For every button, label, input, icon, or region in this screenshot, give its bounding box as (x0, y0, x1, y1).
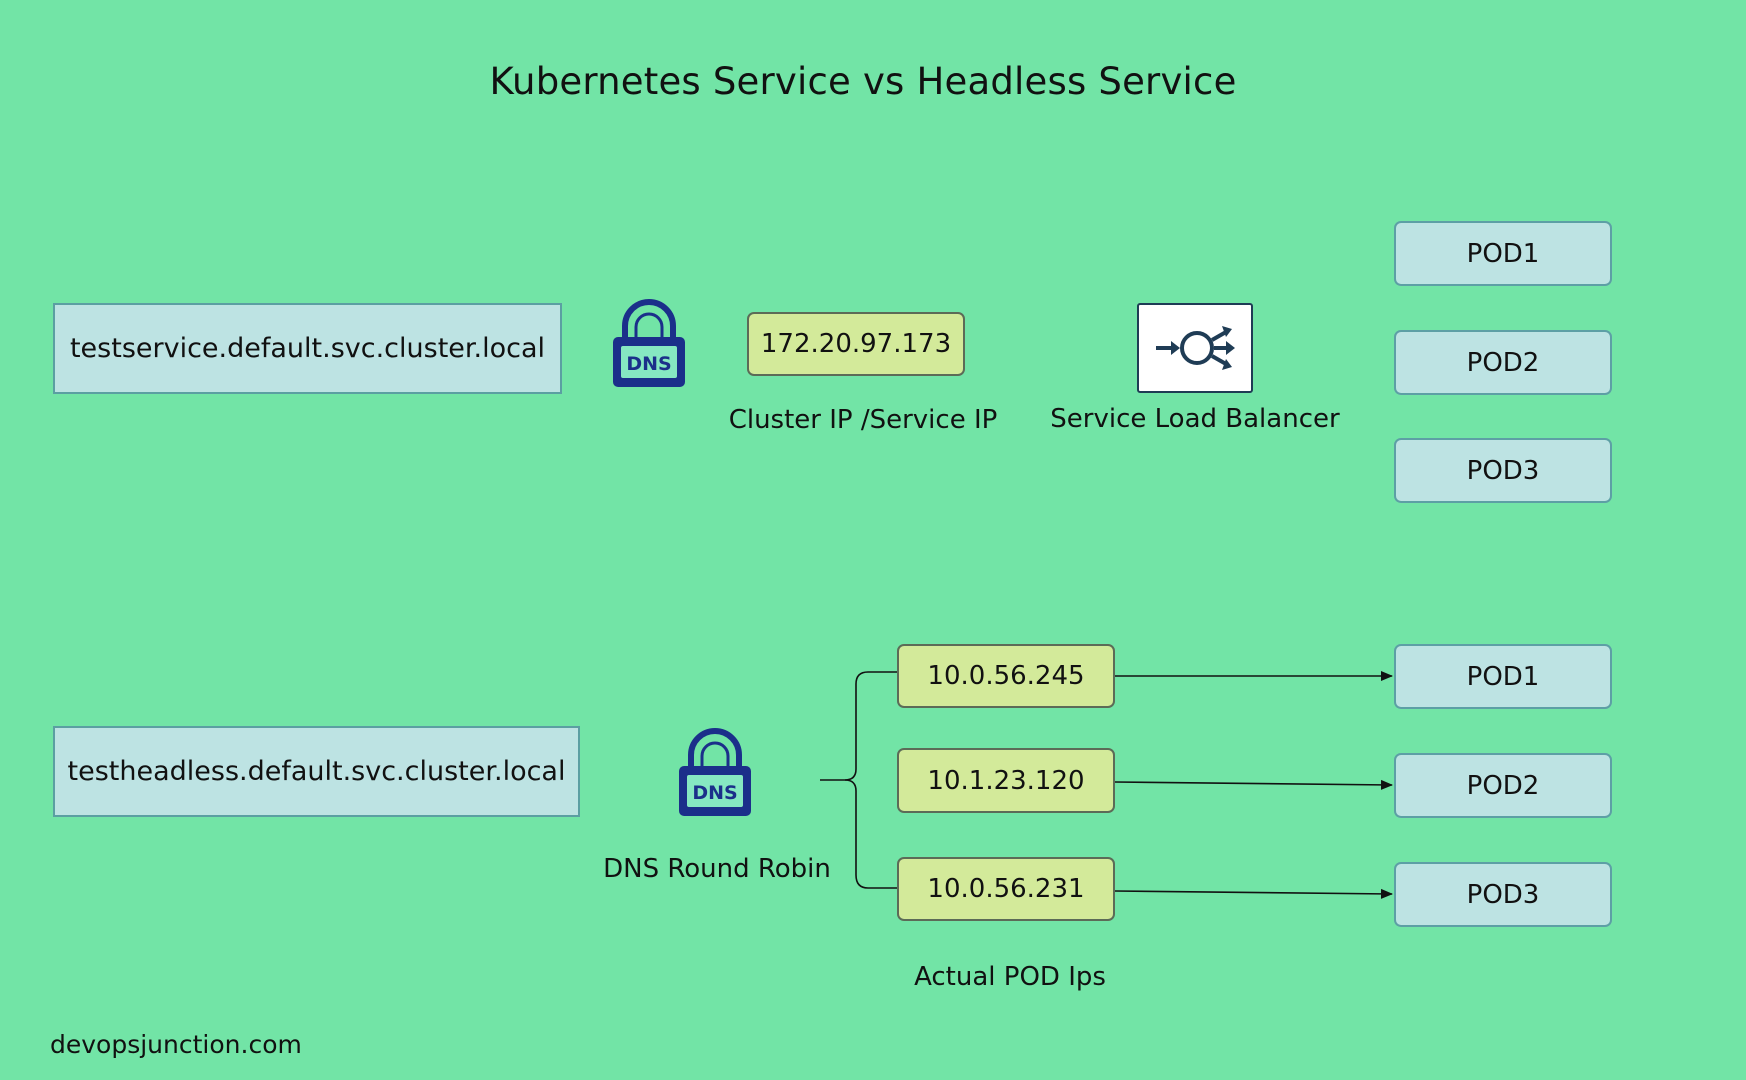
headless-dns-name-box: testheadless.default.svc.cluster.local (53, 726, 580, 817)
headless-pod-1: POD1 (1394, 644, 1612, 709)
service-pod-2-label: POD2 (1466, 347, 1540, 378)
arrow-ip-3-to-pod-3 (1114, 888, 1393, 899)
cluster-ip-value: 172.20.97.173 (760, 329, 952, 359)
headless-pod-3: POD3 (1394, 862, 1612, 927)
pod-ip-box-3: 10.0.56.231 (897, 857, 1115, 921)
service-pod-3-label: POD3 (1466, 455, 1540, 486)
service-dns-name: testservice.default.svc.cluster.local (69, 333, 546, 364)
cluster-ip-label: Cluster IP /Service IP (728, 405, 998, 435)
diagram-title: Kubernetes Service vs Headless Service (489, 60, 1237, 103)
dns-round-robin-label: DNS Round Robin (603, 854, 831, 884)
pod-ip-box-1: 10.0.56.245 (897, 644, 1115, 708)
headless-pod-2-label: POD2 (1466, 770, 1540, 801)
headless-dns-name: testheadless.default.svc.cluster.local (67, 756, 566, 787)
dns-icon-text: DNS (692, 782, 737, 804)
pod-ip-2: 10.1.23.120 (927, 765, 1085, 796)
headless-pod-3-label: POD3 (1466, 879, 1540, 910)
dns-bracket-connector (820, 671, 897, 781)
service-pod-3: POD3 (1394, 438, 1612, 503)
dns-lock-icon: DNS (676, 725, 754, 819)
pod-ip-1: 10.0.56.245 (927, 661, 1085, 691)
pod-ip-3: 10.0.56.231 (927, 874, 1085, 904)
dns-icon-text: DNS (626, 353, 671, 375)
service-pod-1-label: POD1 (1466, 238, 1540, 269)
load-balancer-box (1137, 303, 1253, 393)
load-balancer-icon (1156, 326, 1235, 370)
service-pod-1: POD1 (1394, 221, 1612, 286)
service-dns-name-box: testservice.default.svc.cluster.local (53, 303, 562, 394)
footer-site-name: devopsjunction.com (50, 1030, 302, 1059)
actual-pod-ips-label: Actual POD Ips (914, 962, 1106, 992)
dns-bracket-connector (844, 779, 897, 889)
service-pod-2: POD2 (1394, 330, 1612, 395)
cluster-ip-box: 172.20.97.173 (747, 312, 965, 376)
arrow-ip-2-to-pod-2 (1114, 779, 1393, 790)
headless-pod-1-label: POD1 (1466, 661, 1540, 692)
pod-ip-box-2: 10.1.23.120 (897, 748, 1115, 813)
dns-lock-icon: DNS (610, 296, 688, 390)
load-balancer-label: Service Load Balancer (1050, 404, 1340, 434)
headless-pod-2: POD2 (1394, 753, 1612, 818)
